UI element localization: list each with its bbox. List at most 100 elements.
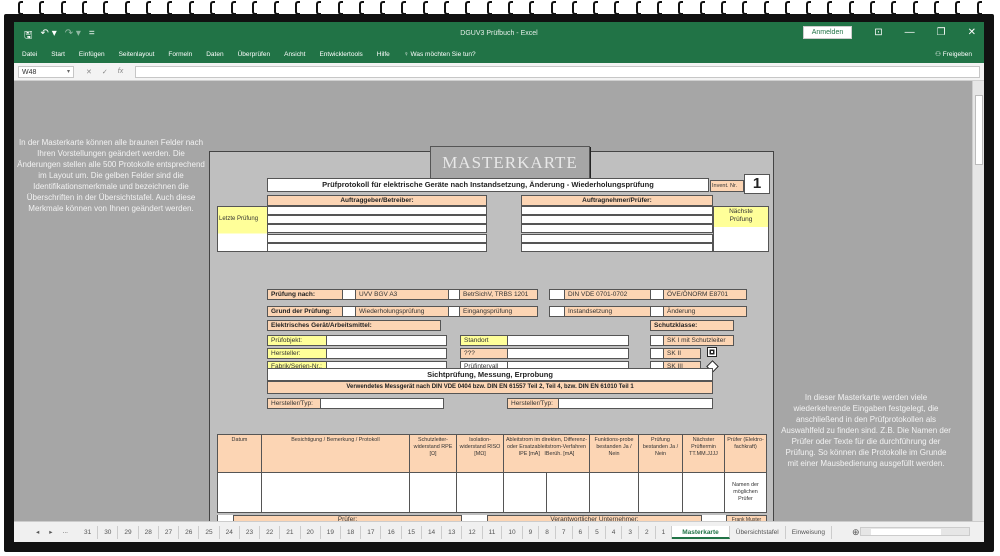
auftragnehmer-line[interactable] bbox=[521, 206, 713, 215]
vertical-scrollbar[interactable] bbox=[972, 81, 984, 521]
sheet-tab[interactable]: 1 bbox=[656, 525, 673, 539]
ribbon-tab-überprüfen[interactable]: Überprüfen bbox=[237, 51, 271, 58]
sheet-tab[interactable]: 11 bbox=[483, 525, 503, 539]
formula-input[interactable] bbox=[135, 65, 980, 78]
sheet-tab[interactable]: 20 bbox=[301, 525, 321, 539]
sheet-tab[interactable]: 2 bbox=[639, 525, 656, 539]
checkbox-pruefung_nach[interactable] bbox=[549, 289, 565, 300]
protocol-title[interactable]: Prüfprotokoll für elektrische Geräte nac… bbox=[267, 178, 709, 192]
cell-schutzleiter[interactable] bbox=[409, 472, 457, 513]
tab-nav-arrow[interactable]: ... bbox=[62, 528, 68, 535]
auftraggeber-line[interactable] bbox=[267, 215, 487, 225]
minimize-button[interactable]: — bbox=[904, 27, 915, 38]
option-pruefung_nach[interactable]: ÖVE/ÖNORM E8701 bbox=[663, 289, 747, 300]
customize-qat-icon[interactable]: = bbox=[88, 28, 95, 39]
checkbox-grund[interactable] bbox=[549, 306, 565, 317]
cell-naechster[interactable] bbox=[682, 472, 725, 513]
checkbox-grund[interactable] bbox=[650, 306, 664, 317]
invent-number[interactable]: 1 bbox=[744, 174, 770, 194]
sheet-tab[interactable]: 6 bbox=[573, 525, 590, 539]
sheet-tab[interactable]: 16 bbox=[381, 525, 402, 539]
sheet-tab[interactable]: 18 bbox=[341, 525, 362, 539]
ribbon-tab-hilfe[interactable]: Hilfe bbox=[376, 51, 390, 58]
sheet-tab[interactable]: 8 bbox=[539, 525, 556, 539]
sheet-tab[interactable]: 22 bbox=[260, 525, 281, 539]
sheet-tab[interactable]: 14 bbox=[422, 525, 443, 539]
auftraggeber-line[interactable] bbox=[267, 224, 487, 234]
worksheet-area[interactable]: In der Masterkarte können alle braunen F… bbox=[14, 81, 972, 542]
sheet-tab[interactable]: 3 bbox=[622, 525, 639, 539]
restore-button[interactable]: ❐ bbox=[936, 27, 946, 38]
sheet-tab[interactable]: 15 bbox=[402, 525, 422, 539]
option-grund[interactable]: Änderung bbox=[663, 306, 747, 317]
option-grund[interactable]: Instandsetzung bbox=[564, 306, 656, 317]
field-input-mid[interactable] bbox=[507, 348, 629, 359]
enter-icon[interactable]: ✓ bbox=[101, 68, 108, 76]
sheet-tab[interactable]: 24 bbox=[220, 525, 240, 539]
schutzklasse-checkbox[interactable] bbox=[650, 335, 664, 346]
option-pruefung_nach[interactable]: UVV BGV A3 bbox=[355, 289, 451, 300]
sheet-tab[interactable]: 21 bbox=[280, 525, 301, 539]
checkbox-pruefung_nach[interactable] bbox=[342, 289, 356, 300]
hscroll-thumb[interactable] bbox=[871, 529, 941, 535]
sheet-tab[interactable]: 10 bbox=[502, 525, 523, 539]
auftragnehmer-line[interactable] bbox=[521, 215, 713, 225]
share-button[interactable]: ⚇ Freigeben bbox=[935, 51, 972, 58]
cell-ipe[interactable] bbox=[503, 472, 547, 513]
signin-button[interactable]: Anmelden bbox=[802, 26, 853, 39]
sheet-tab[interactable]: 25 bbox=[199, 525, 220, 539]
cancel-icon[interactable]: ✕ bbox=[86, 68, 92, 76]
field-input-mid[interactable] bbox=[507, 335, 629, 346]
sheet-tab[interactable]: 4 bbox=[606, 525, 623, 539]
sheet-tab[interactable]: 28 bbox=[139, 525, 159, 539]
sheet-tab[interactable]: 27 bbox=[159, 525, 180, 539]
sheet-tab[interactable]: 26 bbox=[179, 525, 200, 539]
sheet-tab[interactable]: 23 bbox=[240, 525, 261, 539]
auftraggeber-line[interactable] bbox=[267, 242, 487, 252]
insert-function-icon[interactable]: fx bbox=[117, 67, 124, 75]
sheet-tab[interactable]: 19 bbox=[321, 525, 341, 539]
sheet-tab[interactable]: 7 bbox=[556, 525, 573, 539]
sheet-tab[interactable]: 13 bbox=[442, 525, 463, 539]
checkbox-grund[interactable] bbox=[342, 306, 356, 317]
sheet-tab[interactable]: 30 bbox=[98, 525, 119, 539]
auftraggeber-line[interactable] bbox=[267, 233, 487, 243]
chevron-down-icon[interactable]: ▾ bbox=[66, 68, 70, 75]
cell-datum[interactable] bbox=[217, 472, 262, 513]
field-input-left[interactable] bbox=[326, 348, 447, 359]
sheet-tab[interactable]: 9 bbox=[523, 525, 540, 539]
display-options-icon[interactable]: ⊡ bbox=[874, 27, 883, 38]
ribbon-tab-start[interactable]: Start bbox=[51, 51, 65, 58]
horizontal-scrollbar[interactable] bbox=[860, 527, 970, 536]
scroll-thumb[interactable] bbox=[975, 95, 983, 165]
sheet-tab-masterkarte[interactable]: Masterkarte bbox=[672, 525, 730, 539]
sheet-tab-übersichtstafel[interactable]: Übersichtstafel bbox=[730, 525, 786, 539]
sheet-tab[interactable]: 17 bbox=[361, 525, 382, 539]
ribbon-tab-entwicklertools[interactable]: Entwicklertools bbox=[319, 51, 363, 58]
hersteller-typ-input-1[interactable] bbox=[320, 398, 444, 409]
ribbon-tab-ansicht[interactable]: Ansicht bbox=[284, 51, 306, 58]
redo-icon[interactable]: ↷ ▾ bbox=[64, 28, 81, 39]
ribbon-tab-datei[interactable]: Datei bbox=[22, 51, 38, 58]
close-button[interactable]: ✕ bbox=[967, 27, 976, 38]
option-pruefung_nach[interactable]: DIN VDE 0701-0702 bbox=[564, 289, 656, 300]
ribbon-tab-daten[interactable]: Daten bbox=[206, 51, 224, 58]
option-pruefung_nach[interactable]: BetrSichV, TRBS 1201 bbox=[459, 289, 538, 300]
schutzklasse-option[interactable]: SK I mit Schutzleiter bbox=[663, 335, 734, 346]
name-box[interactable]: W48▾ bbox=[18, 65, 74, 78]
sheet-tab[interactable]: 31 bbox=[78, 525, 99, 539]
field-input-left[interactable] bbox=[326, 335, 447, 346]
cell-bestanden[interactable] bbox=[638, 472, 683, 513]
tab-nav-arrow[interactable]: ▸ bbox=[49, 529, 53, 536]
auftragnehmer-line[interactable] bbox=[521, 233, 713, 243]
ribbon-tab-formeln[interactable]: Formeln bbox=[168, 51, 193, 58]
cell-iberueh[interactable] bbox=[546, 472, 590, 513]
naechste-pruefung-cell[interactable]: Nächste Prüfung bbox=[713, 206, 769, 252]
undo-icon[interactable]: ↶ ▾ bbox=[40, 28, 57, 39]
sheet-tab[interactable]: 12 bbox=[462, 525, 483, 539]
ribbon-tab-seitenlayout[interactable]: Seitenlayout bbox=[118, 51, 155, 58]
schutzklasse-option[interactable]: SK II bbox=[663, 348, 701, 359]
cell-isolation[interactable] bbox=[456, 472, 504, 513]
sheet-tab[interactable]: 5 bbox=[589, 525, 606, 539]
sheet-tab-einweisung[interactable]: Einweisung bbox=[786, 525, 832, 539]
